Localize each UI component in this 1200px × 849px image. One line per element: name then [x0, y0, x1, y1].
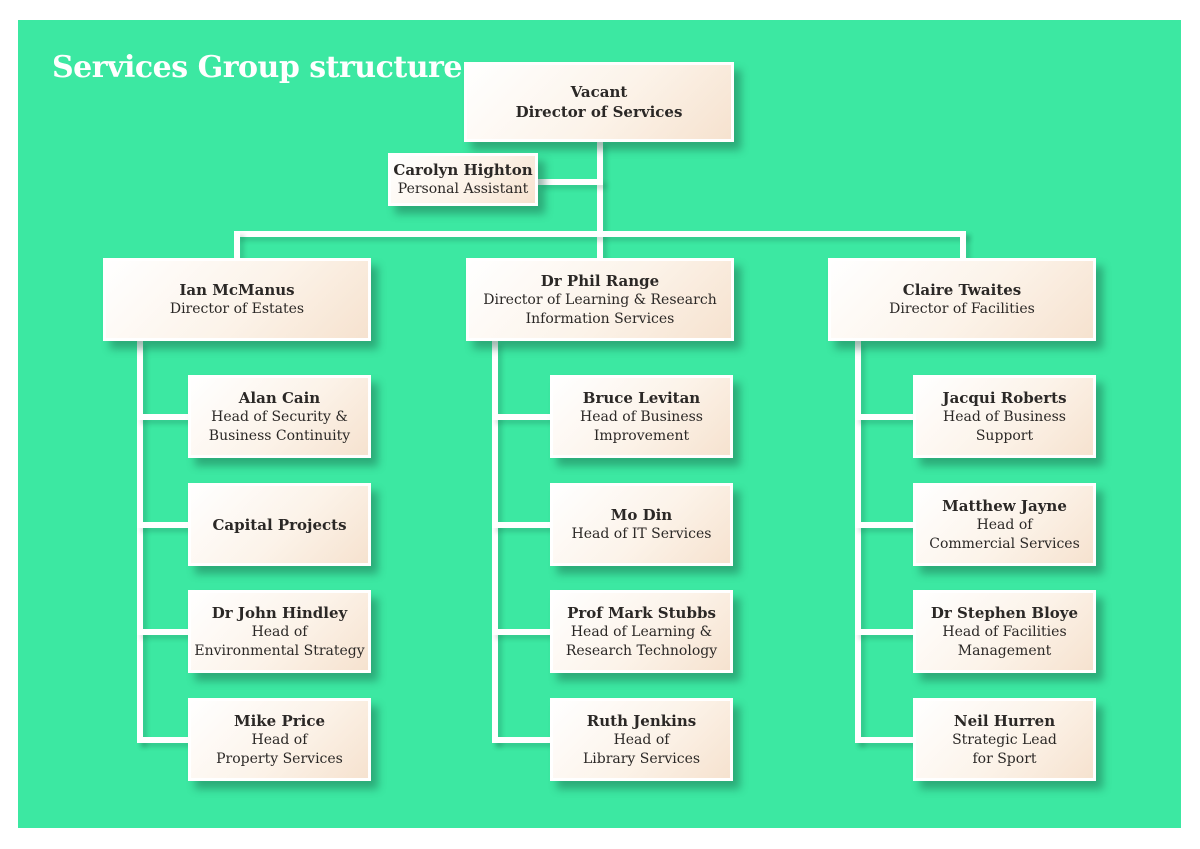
connector-stub-capital-projects	[137, 522, 194, 528]
org-node-neil-hurren: Neil Hurren Strategic Lead for Sport	[913, 698, 1096, 781]
node-name: Neil Hurren	[953, 711, 1056, 730]
org-node-jacqui-roberts: Jacqui Roberts Head of Business Support	[913, 375, 1096, 458]
connector-stub-alan-cain	[137, 414, 194, 420]
org-node-mike-price: Mike Price Head of Property Services	[188, 698, 371, 781]
node-role: Strategic Lead for Sport	[952, 731, 1057, 767]
node-role: Director of Facilities	[889, 301, 1035, 317]
chart-title: Services Group structure	[52, 50, 462, 85]
connector-stub-stephen-bloye	[855, 629, 919, 635]
node-name: Matthew Jayne	[942, 496, 1067, 515]
org-node-vacant-director-of-services: Vacant Director of Services	[464, 62, 734, 142]
node-name: Claire Twaites	[902, 281, 1022, 299]
node-role: Head of Facilities Management	[942, 623, 1067, 659]
connector-stub-neil-hurren	[855, 737, 919, 743]
connector-column-facilities-vertical	[855, 341, 861, 743]
node-name: Vacant	[570, 83, 628, 101]
node-role: Head of Environmental Strategy	[194, 623, 365, 659]
node-name: Prof Mark Stubbs	[567, 603, 716, 622]
node-name: Dr Stephen Bloye	[930, 603, 1079, 622]
node-name: Carolyn Highton	[393, 161, 533, 179]
org-node-bruce-levitan: Bruce Levitan Head of Business Improveme…	[550, 375, 733, 458]
org-node-matthew-jayne: Matthew Jayne Head of Commercial Service…	[913, 483, 1096, 566]
connector-column-learning-vertical	[492, 341, 498, 743]
connector-stub-bruce-levitan	[492, 414, 556, 420]
org-node-capital-projects: Capital Projects	[188, 483, 371, 566]
node-name: Ruth Jenkins	[586, 711, 697, 730]
node-name: Mike Price	[233, 711, 326, 730]
connector-column-estates-vertical	[137, 341, 143, 743]
org-node-ruth-jenkins: Ruth Jenkins Head of Library Services	[550, 698, 733, 781]
org-node-claire-twaites: Claire Twaites Director of Facilities	[828, 258, 1096, 341]
node-role: Head of Commercial Services	[929, 516, 1080, 552]
org-node-mark-stubbs: Prof Mark Stubbs Head of Learning & Rese…	[550, 590, 733, 673]
node-role: Head of IT Services	[571, 526, 712, 542]
connector-drop-estates	[234, 231, 240, 258]
node-role: Head of Business Improvement	[580, 408, 703, 444]
node-name: Dr John Hindley	[211, 603, 348, 622]
org-node-ian-mcmanus: Ian McManus Director of Estates	[103, 258, 371, 341]
connector-stub-mo-din	[492, 522, 556, 528]
node-role: Head of Learning & Research Technology	[565, 623, 718, 659]
node-name: Dr Phil Range	[540, 271, 660, 290]
org-node-stephen-bloye: Dr Stephen Bloye Head of Facilities Mana…	[913, 590, 1096, 673]
node-name: Ian McManus	[179, 281, 295, 299]
node-name: Bruce Levitan	[582, 388, 701, 407]
node-role: Head of Library Services	[582, 731, 701, 767]
org-node-alan-cain: Alan Cain Head of Security & Business Co…	[188, 375, 371, 458]
connector-stub-matthew-jayne	[855, 522, 919, 528]
connector-stub-mike-price	[137, 737, 194, 743]
connector-drop-facilities	[960, 231, 966, 258]
node-role: Head of Security & Business Continuity	[208, 408, 351, 444]
node-name: Jacqui Roberts	[942, 388, 1067, 407]
connector-assistant-horizontal	[538, 179, 603, 185]
node-role: Head of Business Support	[943, 408, 1066, 444]
org-node-john-hindley: Dr John Hindley Head of Environmental St…	[188, 590, 371, 673]
node-role: Director of Estates	[169, 301, 305, 317]
node-role: Director of Services	[515, 103, 683, 121]
node-name: Alan Cain	[238, 388, 321, 407]
node-name: Capital Projects	[212, 515, 347, 534]
connector-root-vertical	[597, 141, 603, 258]
node-role: Head of Property Services	[216, 731, 343, 767]
org-chart-panel: Services Group structure Vacant Director…	[18, 20, 1181, 828]
node-role: Director of Learning & Research Informat…	[483, 291, 717, 327]
org-node-carolyn-highton: Carolyn Highton Personal Assistant	[388, 153, 538, 206]
node-name: Mo Din	[610, 506, 673, 524]
org-node-phil-range: Dr Phil Range Director of Learning & Res…	[466, 258, 734, 341]
connector-stub-jacqui-roberts	[855, 414, 919, 420]
connector-main-rail	[234, 231, 966, 237]
connector-stub-mark-stubbs	[492, 629, 556, 635]
connector-stub-ruth-jenkins	[492, 737, 556, 743]
connector-stub-john-hindley	[137, 629, 194, 635]
node-role: Personal Assistant	[397, 181, 529, 197]
org-node-mo-din: Mo Din Head of IT Services	[550, 483, 733, 566]
